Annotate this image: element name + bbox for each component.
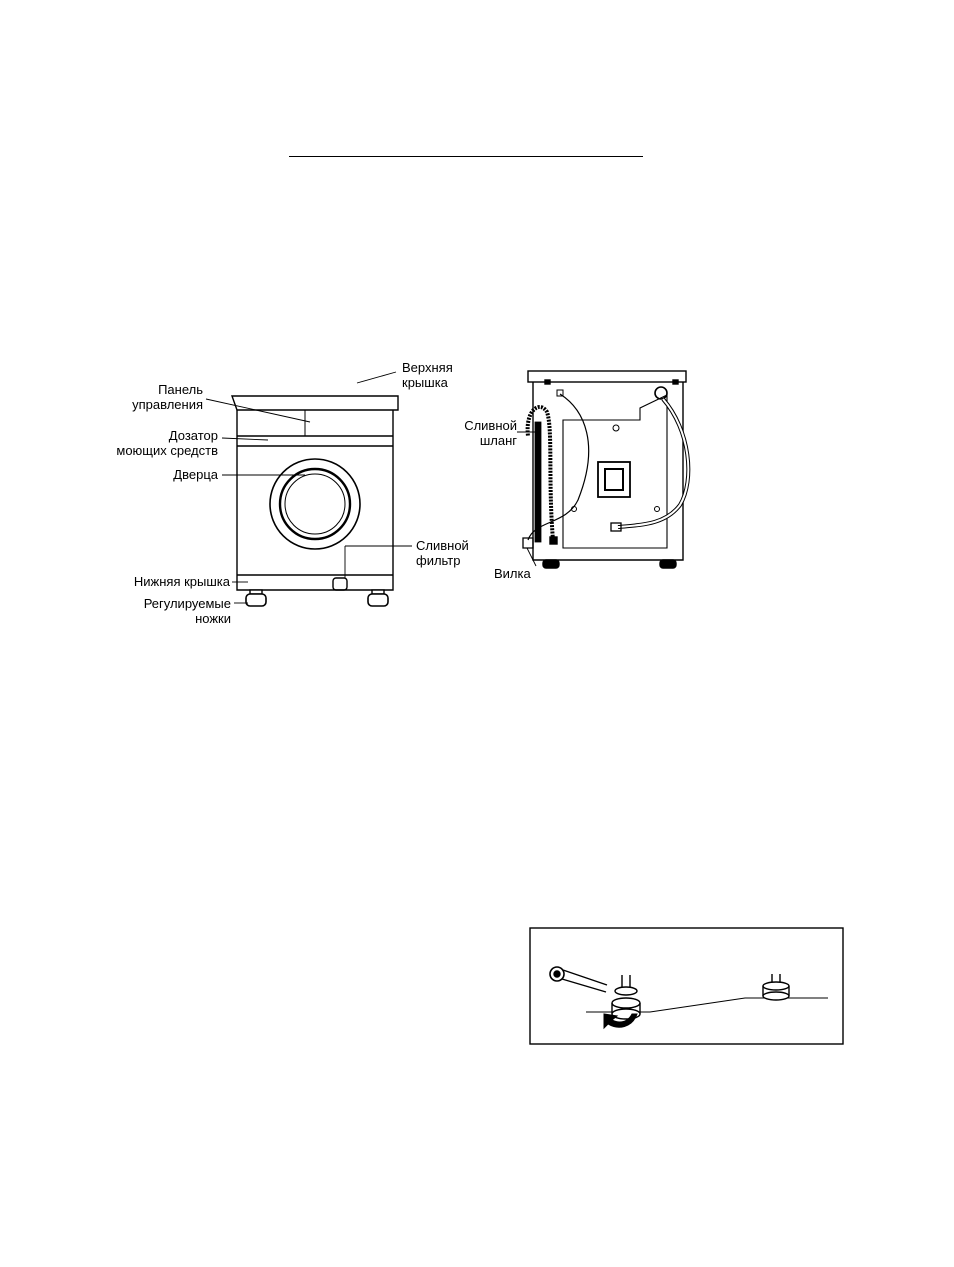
label-drain-hose: Сливной шланг <box>464 418 517 448</box>
front-view-drawing <box>232 396 398 606</box>
label-top-cover: Верхняя крышка <box>402 360 453 390</box>
label-door: Дверца <box>173 467 218 482</box>
label-control-panel: Панель управления <box>132 382 203 412</box>
rear-view-drawing <box>523 371 688 568</box>
label-drain-filter: Сливной фильтр <box>416 538 469 568</box>
leveling-feet-inset <box>530 928 843 1044</box>
label-bottom-cover: Нижняя крышка <box>134 574 230 589</box>
label-plug: Вилка <box>494 566 531 581</box>
label-adjustable-feet: Регулируемые ножки <box>144 596 231 626</box>
label-detergent-dispenser: Дозатор моющих средств <box>116 428 218 458</box>
